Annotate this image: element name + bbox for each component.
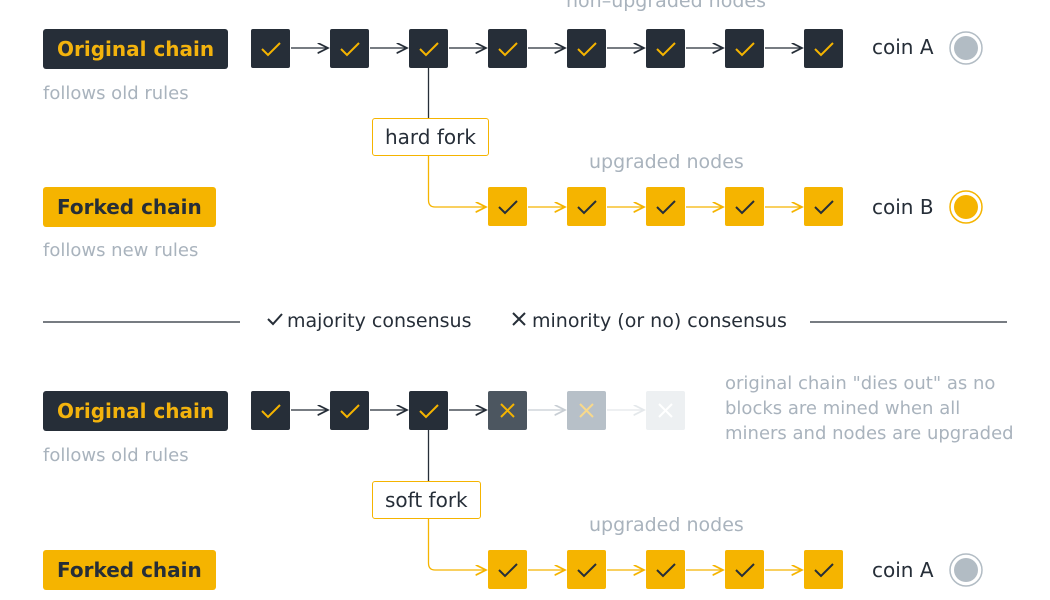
block — [804, 550, 843, 589]
check-icon — [577, 563, 597, 578]
check-icon — [577, 200, 597, 215]
check-icon — [261, 404, 281, 419]
block — [567, 187, 606, 226]
block — [646, 187, 685, 226]
check-icon — [261, 42, 281, 57]
check-icon — [814, 200, 834, 215]
check-icon — [814, 42, 834, 57]
legend-minority-text: minority (or no) consensus — [532, 310, 787, 332]
check-icon — [656, 200, 676, 215]
check-icon — [735, 42, 755, 57]
legend-majority: majority consensus — [265, 310, 471, 332]
soft-original-chain-sub: follows old rules — [43, 445, 189, 466]
check-icon — [498, 42, 518, 57]
check-icon — [656, 563, 676, 578]
coin-b-icon — [949, 190, 983, 224]
soft-forked-chain-label: Forked chain — [43, 550, 216, 590]
check-icon — [656, 42, 676, 57]
block — [646, 29, 685, 68]
cross-icon — [500, 403, 515, 418]
legend-minority: minority (or no) consensus — [510, 310, 787, 332]
check-icon — [265, 310, 287, 332]
coin-a-icon — [949, 31, 983, 65]
block — [251, 29, 290, 68]
check-icon — [814, 563, 834, 578]
hard-fork-forked-blocks — [488, 187, 843, 226]
block — [725, 29, 764, 68]
block — [725, 550, 764, 589]
block — [488, 29, 527, 68]
original-chain-sub: follows old rules — [43, 83, 189, 104]
block — [804, 29, 843, 68]
legend-majority-text: majority consensus — [287, 310, 472, 332]
block — [330, 29, 369, 68]
soft-coin-a-icon — [949, 553, 983, 587]
coin-b-label: coin B — [872, 195, 934, 219]
check-icon — [340, 404, 360, 419]
soft-coin-a-label: coin A — [872, 558, 934, 582]
soft-original-chain-label: Original chain — [43, 391, 229, 431]
block — [488, 550, 527, 589]
block — [409, 391, 448, 430]
cross-icon — [579, 403, 594, 418]
block — [409, 29, 448, 68]
cross-icon — [510, 310, 532, 332]
top-nodes-label: non–upgraded nodes — [566, 0, 766, 12]
hard-fork-connector-bottom — [427, 156, 487, 207]
cross-icon — [658, 403, 673, 418]
soft-fork-label: soft fork — [372, 481, 481, 519]
block — [251, 391, 290, 430]
upgraded-nodes-label: upgraded nodes — [589, 151, 744, 173]
check-icon — [577, 42, 597, 57]
soft-upgraded-nodes-label: upgraded nodes — [589, 514, 744, 536]
check-icon — [419, 42, 439, 57]
block — [725, 187, 764, 226]
check-icon — [498, 563, 518, 578]
block — [646, 550, 685, 589]
check-icon — [735, 200, 755, 215]
check-icon — [498, 200, 518, 215]
hard-fork-original-blocks — [251, 29, 843, 68]
hard-fork-label: hard fork — [372, 118, 489, 156]
block — [567, 550, 606, 589]
check-icon — [340, 42, 360, 57]
soft-fork-connector-bottom — [427, 519, 487, 570]
forked-chain-label: Forked chain — [43, 187, 216, 227]
original-chain-label: Original chain — [43, 29, 229, 69]
soft-fork-forked-blocks — [488, 550, 843, 589]
soft-fork-original-blocks — [251, 391, 685, 430]
dies-out-note: original chain "dies out" as no blocks a… — [725, 373, 1014, 444]
check-icon — [735, 563, 755, 578]
block — [488, 187, 527, 226]
coin-a-label: coin A — [872, 35, 934, 59]
block — [330, 391, 369, 430]
check-icon — [419, 404, 439, 419]
block — [567, 29, 606, 68]
forked-chain-sub: follows new rules — [43, 240, 199, 261]
block — [804, 187, 843, 226]
